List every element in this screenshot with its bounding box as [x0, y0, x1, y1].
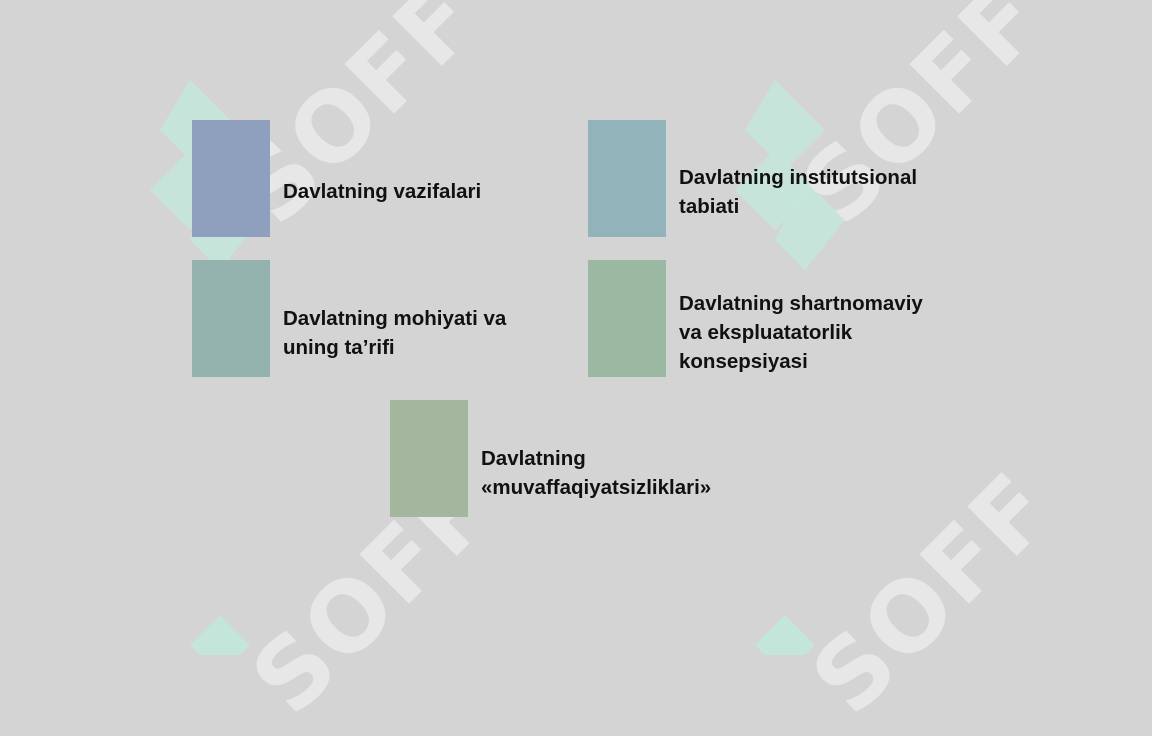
slide: SOFF SOFF SOFF SOFF Davlatning vazifalar…	[150, 0, 1075, 736]
item-label-line: Davlatning institutsional	[679, 166, 918, 189]
item-label: Davlatning shartnomaviy va ekspluatatorl…	[679, 289, 923, 376]
item-label-line: tabiati	[679, 195, 740, 218]
item-label-line: va ekspluatatorlik	[679, 321, 853, 344]
watermark-text: SOFF	[790, 451, 1075, 736]
item-label-line: Davlatning shartnomaviy	[679, 292, 923, 315]
item-label-line: «muvaffaqiyatsizliklari»	[481, 476, 712, 499]
item-label-line: Davlatning vazifalari	[283, 180, 482, 203]
item-color-block	[192, 120, 270, 237]
item-label: Davlatning «muvaffaqiyatsizliklari»	[481, 444, 711, 502]
item-color-block	[390, 400, 468, 517]
item-label: Davlatning vazifalari	[283, 177, 481, 206]
item-label-line: Davlatning	[481, 447, 586, 470]
item-label: Davlatning institutsional tabiati	[679, 163, 917, 221]
item-label-line: konsepsiyasi	[679, 350, 808, 373]
item-color-block	[588, 120, 666, 237]
item-color-block	[588, 260, 666, 377]
item-color-block	[192, 260, 270, 377]
item-label-line: Davlatning mohiyati va	[283, 307, 507, 330]
item-label: Davlatning mohiyati va uning ta’rifi	[283, 304, 506, 362]
watermark-text: SOFF	[230, 451, 515, 736]
item-label-line: uning ta’rifi	[283, 336, 395, 359]
